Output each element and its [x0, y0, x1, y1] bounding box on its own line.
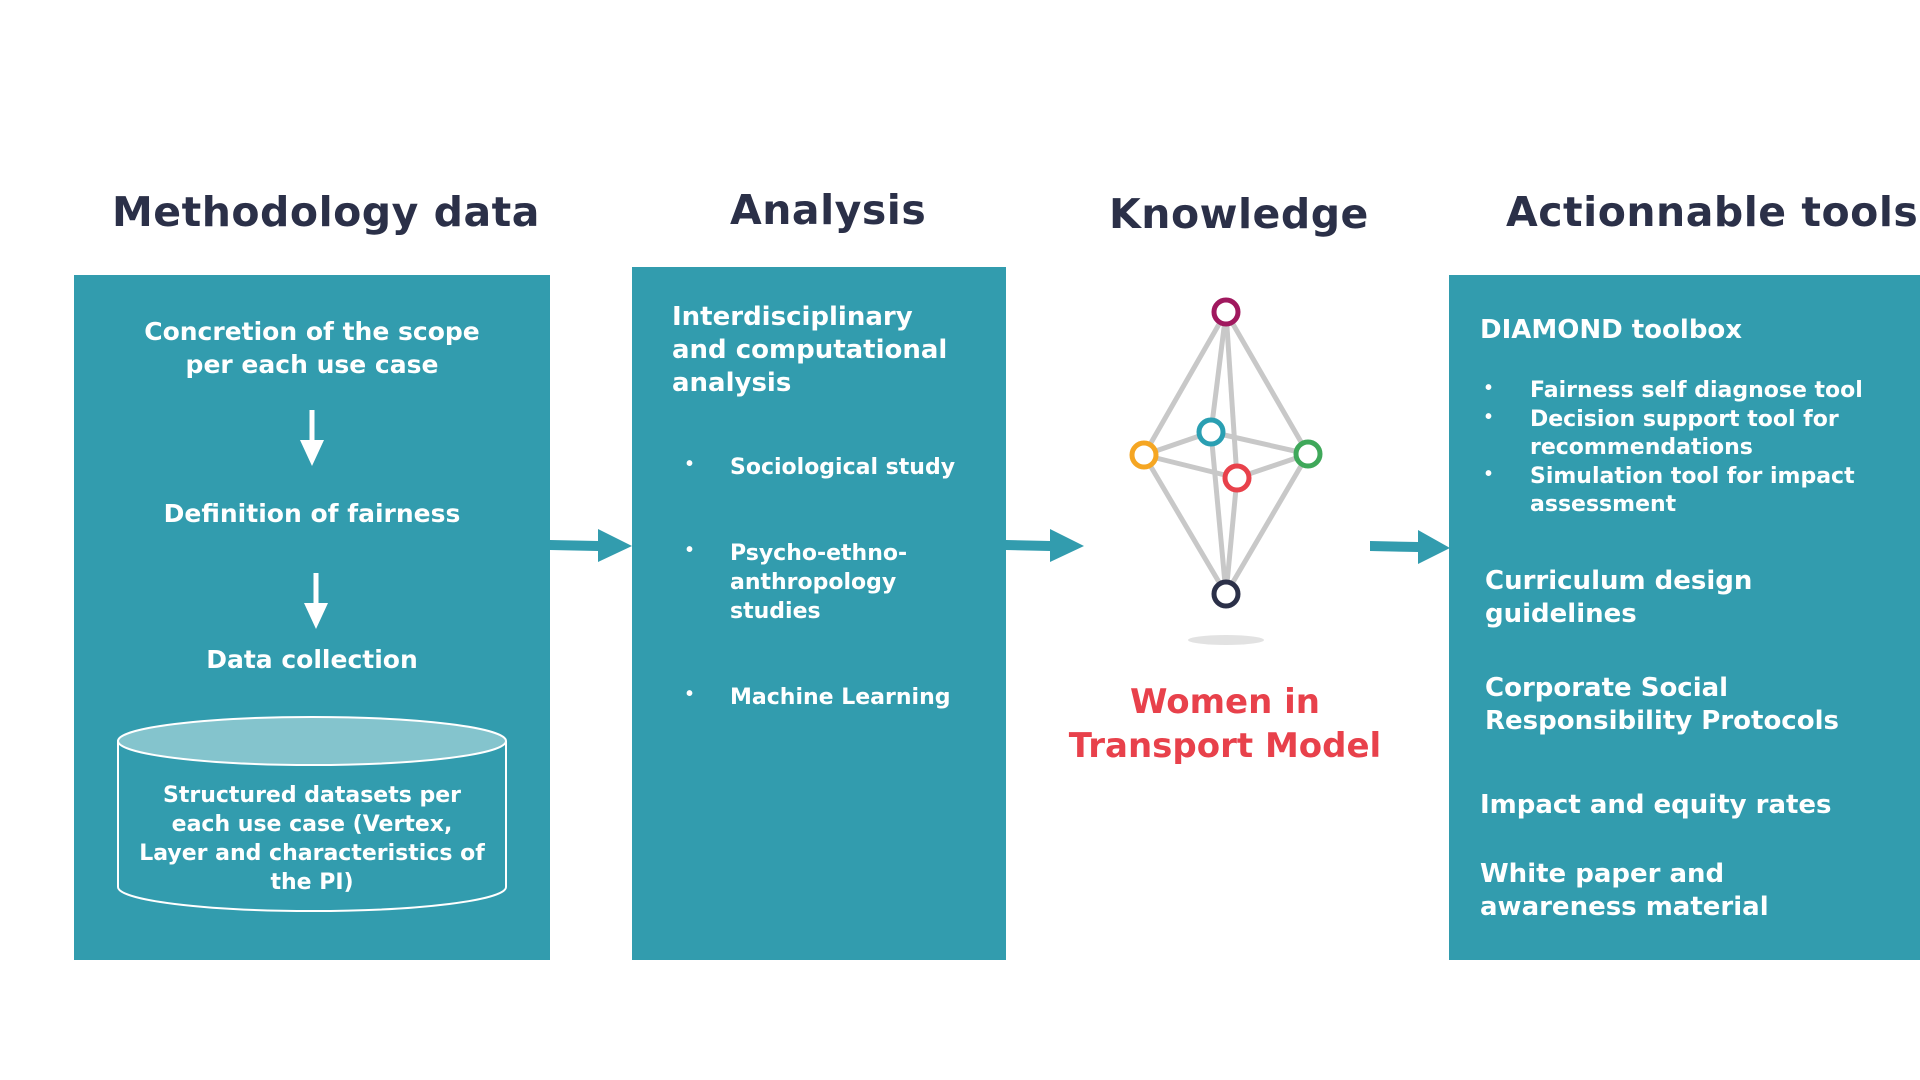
tools-item: Curriculum design guidelines	[1485, 566, 1753, 629]
toolbox-item: Fairness self diagnose tool	[1530, 378, 1863, 403]
model-label: Women in Transport Model	[1068, 682, 1382, 766]
flow-arrow-icon	[1006, 529, 1084, 562]
graph-node-center	[1196, 417, 1226, 447]
tools-title: Actionnable tools	[1506, 188, 1919, 236]
bullet-icon: •	[686, 683, 694, 705]
bullet-icon: •	[1485, 377, 1493, 399]
graph-node-inner	[1222, 463, 1252, 493]
down-arrow-icon	[304, 573, 328, 629]
graph-node-right	[1293, 439, 1323, 469]
tools-item: Impact and equity rates	[1480, 790, 1832, 820]
analysis-box: Interdisciplinary and computational anal…	[632, 267, 1006, 960]
down-arrow-icon	[300, 410, 324, 466]
analysis-item: Psycho-ethno- anthropology studies	[730, 541, 908, 624]
methodology-box: Concretion of the scope per each use cas…	[74, 275, 550, 960]
analysis-item: Sociological study	[730, 455, 956, 480]
database-label: Structured datasets per each use case (V…	[139, 783, 485, 895]
step-fairness: Definition of fairness	[163, 499, 461, 528]
toolbox-heading: DIAMOND toolbox	[1480, 315, 1743, 345]
knowledge-title: Knowledge	[1109, 190, 1369, 238]
toolbox-item: Simulation tool for impact assessment	[1530, 464, 1855, 517]
tools-item: Corporate Social Responsibility Protocol…	[1485, 673, 1839, 736]
tools-box: DIAMOND toolbox • Fairness self diagnose…	[1449, 275, 1920, 960]
methodology-title: Methodology data	[112, 188, 540, 236]
graph-shadow	[1188, 635, 1264, 645]
tools-item: White paper and awareness material	[1480, 859, 1769, 922]
analysis-heading: Interdisciplinary and computational anal…	[672, 302, 948, 398]
analysis-title: Analysis	[730, 186, 927, 234]
database-icon	[117, 716, 507, 912]
bullet-icon: •	[686, 453, 694, 475]
flow-arrow-icon	[550, 529, 632, 562]
step-scope: Concretion of the scope per each use cas…	[144, 317, 480, 379]
bullet-icon: •	[1485, 463, 1493, 485]
graph-node-left	[1129, 440, 1159, 470]
analysis-item: Machine Learning	[730, 685, 951, 710]
step-data-collection: Data collection	[206, 645, 418, 674]
graph-edges	[1141, 310, 1311, 596]
bullet-icon: •	[1485, 406, 1493, 428]
graph-node-top	[1211, 297, 1241, 327]
graph-node-bottom	[1211, 579, 1241, 609]
flow-arrow-icon	[1370, 530, 1450, 564]
toolbox-item: Decision support tool for recommendation…	[1530, 407, 1839, 460]
knowledge-diamond-graph	[1129, 297, 1323, 645]
bullet-icon: •	[686, 539, 694, 561]
